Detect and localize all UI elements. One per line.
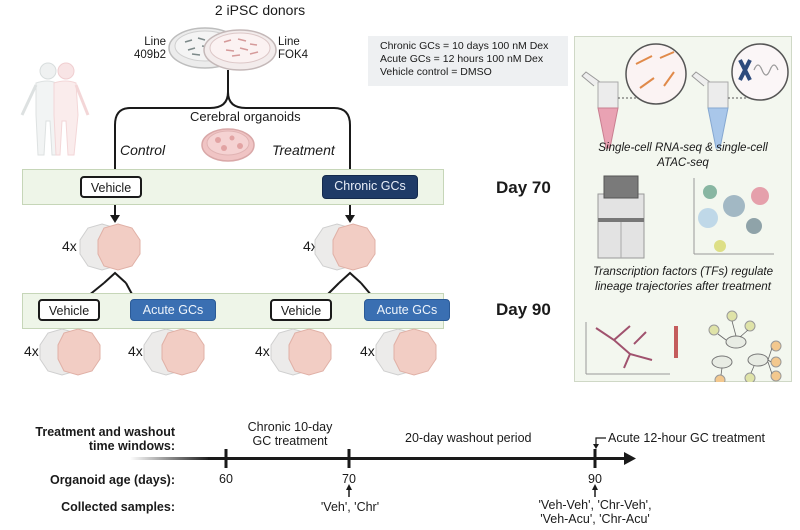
samples-day90-2: 'Veh-Acu', 'Chr-Acu' bbox=[540, 512, 650, 526]
timeline-fade bbox=[130, 457, 210, 460]
treatment-branch-label: Treatment bbox=[272, 142, 335, 158]
timeline-arrowhead bbox=[624, 452, 636, 465]
control-branch-label: Control bbox=[120, 142, 166, 158]
timeline-windows-label-1: Treatment and washout bbox=[35, 425, 175, 439]
timeline-age-label: Organoid age (days): bbox=[49, 473, 175, 487]
day90-label: Day 90 bbox=[496, 300, 551, 319]
line-left-label-2: 409b2 bbox=[134, 49, 166, 61]
line-right-label-2: FOK4 bbox=[278, 49, 309, 61]
timeline-windows-label-2: time windows: bbox=[88, 439, 175, 453]
count-chr-acu: 4x bbox=[360, 343, 375, 359]
caption-sequencing-1: Single-cell RNA-seq & single-cell bbox=[598, 141, 768, 154]
acute-gcs-button-control[interactable]: Acute GCs bbox=[130, 299, 216, 321]
caption-sequencing-2: ATAC-seq bbox=[657, 156, 709, 169]
chronic-window-label-1: Chronic 10-day bbox=[247, 420, 333, 434]
acute-bracket-arrow bbox=[595, 437, 606, 445]
line-right-label-1: Line bbox=[278, 36, 300, 48]
tick-label-70: 70 bbox=[342, 472, 356, 486]
day70-label: Day 70 bbox=[496, 178, 551, 197]
vehicle-button-day90-treatment[interactable]: Vehicle bbox=[270, 299, 332, 321]
organoid-dish-icon bbox=[201, 128, 255, 162]
tf-network-icon bbox=[708, 310, 782, 382]
sequencer-icon bbox=[597, 175, 645, 259]
chronic-gcs-button[interactable]: Chronic GCs bbox=[322, 175, 418, 199]
treatment-legend: Chronic GCs = 10 days 100 nM Dex Acute G… bbox=[368, 36, 568, 86]
analysis-illustrations bbox=[581, 43, 789, 382]
donor-figures-icon bbox=[20, 62, 90, 156]
samples-day70: 'Veh', 'Chr' bbox=[320, 500, 380, 514]
count-veh-acu: 4x bbox=[128, 343, 143, 359]
tsne-plot-icon bbox=[693, 178, 774, 255]
tick-label-60: 60 bbox=[219, 472, 233, 486]
count-chr-veh: 4x bbox=[255, 343, 270, 359]
vehicle-button-day70[interactable]: Vehicle bbox=[80, 176, 142, 198]
washout-label: 20-day washout period bbox=[405, 431, 532, 445]
atac-tube-icon bbox=[691, 43, 789, 149]
cerebral-organoids-label: Cerebral organoids bbox=[190, 109, 301, 124]
vehicle-button-day90-control[interactable]: Vehicle bbox=[38, 299, 100, 321]
caption-tf-2: lineage trajectories after treatment bbox=[595, 280, 771, 293]
trajectory-plot-icon bbox=[585, 322, 678, 375]
rna-tube-icon bbox=[581, 43, 687, 149]
petri-dish-fok4-icon bbox=[203, 29, 277, 71]
acute-window-label: Acute 12-hour GC treatment bbox=[608, 431, 766, 445]
samples-day90-1: 'Veh-Veh', 'Chr-Veh', bbox=[538, 498, 652, 512]
count-control-day70: 4x bbox=[62, 238, 77, 254]
caption-tf-1: Transcription factors (TFs) regulate bbox=[592, 265, 774, 278]
donors-title: 2 iPSC donors bbox=[214, 2, 306, 18]
legend-line-acute: Acute GCs = 12 hours 100 nM Dex bbox=[380, 53, 544, 65]
count-treatment-day70: 4x bbox=[303, 238, 318, 254]
tick-label-90: 90 bbox=[588, 472, 602, 486]
line-left-label-1: Line bbox=[144, 36, 166, 48]
legend-line-vehicle: Vehicle control = DMSO bbox=[380, 66, 492, 78]
legend-line-chronic: Chronic GCs = 10 days 100 nM Dex bbox=[380, 40, 549, 52]
count-veh-veh: 4x bbox=[24, 343, 39, 359]
chronic-window-label-2: GC treatment bbox=[252, 434, 328, 448]
acute-gcs-button-treatment[interactable]: Acute GCs bbox=[364, 299, 450, 321]
timeline-samples-label: Collected samples: bbox=[61, 500, 175, 514]
